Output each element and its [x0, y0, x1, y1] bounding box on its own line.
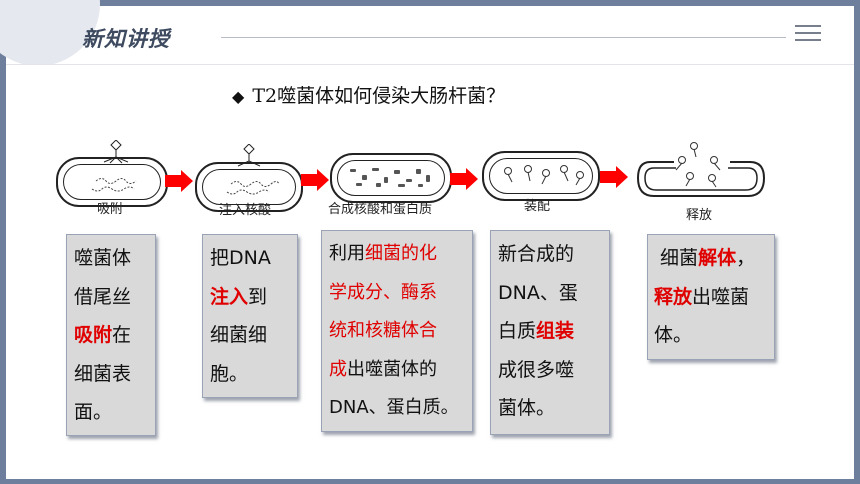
desc-box-injection: 把DNA 注入到 细菌细 胞。 — [202, 234, 298, 398]
header-band — [6, 6, 854, 56]
bacterium-cell-assembly — [482, 151, 600, 201]
desc-box-synthesis: 利用细菌的化 学成分、酶系 统和核糖体合 成出噬菌体的 DNA、蛋白质。 — [321, 230, 473, 432]
stage-label-assembly: 装配 — [524, 199, 551, 214]
stage-label-synthesis: 合成核酸和蛋白质 — [328, 202, 433, 217]
question-text: T2噬菌体如何侵染大肠杆菌？ — [252, 85, 506, 107]
question-heading: ◆ T2噬菌体如何侵染大肠杆菌？ — [232, 81, 505, 108]
menu-icon[interactable] — [795, 25, 821, 45]
stage-label-injection: 注入核酸 — [219, 203, 272, 218]
bacterium-cell-injection — [195, 162, 303, 212]
red-arrow-2 — [301, 169, 329, 191]
diamond-bullet-icon: ◆ — [232, 87, 245, 106]
red-arrow-1 — [165, 170, 193, 192]
header-divider — [221, 37, 786, 38]
red-arrow-3 — [450, 168, 478, 190]
bacterium-cell-synthesis — [330, 153, 452, 203]
red-arrow-4 — [600, 166, 628, 188]
desc-box-release: 细菌解体， 释放出噬菌 体。 — [647, 234, 775, 360]
desc-box-adsorption: 噬菌体 借尾丝 吸附在 细菌表 面。 — [66, 234, 156, 436]
bacterium-cell-release — [636, 142, 766, 197]
phage-icon — [103, 140, 129, 164]
stage-label-adsorption: 吸附 — [97, 202, 124, 217]
stage-label-release: 释放 — [686, 208, 713, 223]
desc-box-assembly: 新合成的 DNA、蛋 白质组装 成很多噬 菌体。 — [490, 230, 610, 435]
phage-icon — [237, 144, 261, 167]
section-title: 新知讲授 — [82, 27, 170, 51]
